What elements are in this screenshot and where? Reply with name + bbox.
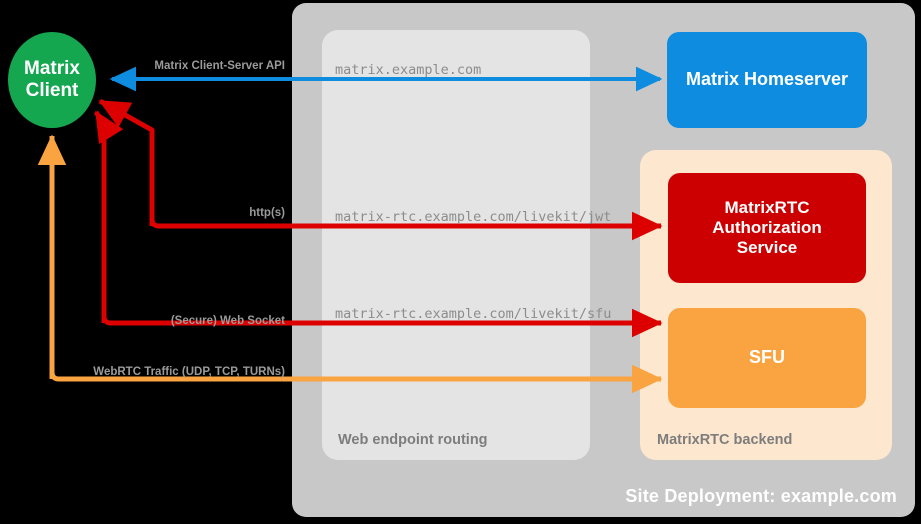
node-matrix-client-line1: Matrix bbox=[24, 57, 80, 79]
endpoint-label-matrix: matrix.example.com bbox=[335, 62, 482, 78]
node-sfu-label: SFU bbox=[749, 347, 785, 368]
node-matrixrtc-authorization-service[interactable]: MatrixRTC Authorization Service bbox=[668, 173, 866, 283]
edge-label-client-server-api: Matrix Client-Server API bbox=[154, 60, 285, 72]
site-deployment-label: Site Deployment: example.com bbox=[625, 486, 897, 506]
web-endpoint-routing-container: Web endpoint routing bbox=[322, 30, 590, 460]
node-auth-line3: Service bbox=[736, 238, 798, 258]
edge-label-http-jwt: http(s) bbox=[249, 207, 285, 219]
web-endpoint-routing-label: Web endpoint routing bbox=[338, 432, 488, 448]
node-auth-line1: MatrixRTC bbox=[724, 197, 810, 217]
endpoint-label-livekit-sfu: matrix-rtc.example.com/livekit/sfu bbox=[335, 306, 612, 322]
edge-label-websocket-sfu: (Secure) Web Socket bbox=[170, 315, 285, 327]
node-matrix-client-line2: Client bbox=[25, 80, 79, 101]
matrixrtc-backend-label: MatrixRTC backend bbox=[657, 432, 793, 448]
edge-label-webrtc-traffic: WebRTC Traffic (UDP, TCP, TURNs) bbox=[93, 366, 285, 378]
endpoint-label-livekit-jwt: matrix-rtc.example.com/livekit/jwt bbox=[335, 209, 612, 225]
node-sfu[interactable]: SFU bbox=[668, 308, 866, 408]
node-matrix-homeserver-label: Matrix Homeserver bbox=[685, 69, 849, 90]
node-auth-line2: Authorization bbox=[712, 217, 822, 237]
node-matrix-client[interactable]: Matrix Client bbox=[8, 32, 96, 128]
node-matrix-homeserver[interactable]: Matrix Homeserver bbox=[667, 32, 867, 128]
